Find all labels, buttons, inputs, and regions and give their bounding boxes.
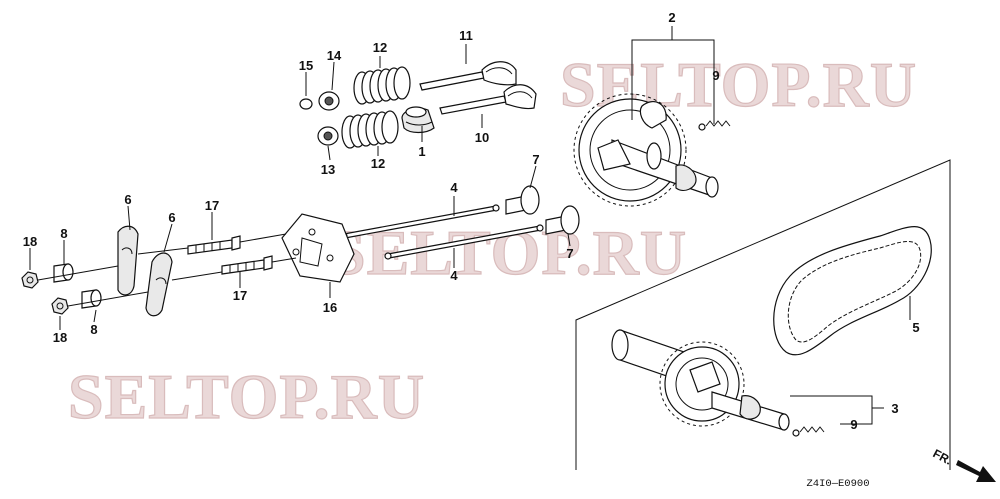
label-part-9-upper: 9 [712,68,719,83]
label-part-6-right: 6 [168,210,175,225]
label-part-3: 3 [891,401,898,416]
rocker-nut-lower [51,297,69,315]
label-part-13: 13 [321,162,335,177]
tappet-upper [505,185,540,215]
label-part-5: 5 [912,320,919,335]
camshaft-gear [573,93,719,207]
drawing-code: Z4I0—E0900 [806,478,869,490]
decompressor-spring-lower [792,426,825,437]
label-part-8-upper: 8 [60,226,67,241]
label-part-12-upper: 12 [373,40,387,55]
rocker-stud-upper [187,235,241,255]
front-direction-label: FR. [931,446,955,467]
axis-line-2 [67,291,149,307]
spring-retainer-13 [317,126,339,146]
axis-line-3 [137,247,189,255]
front-direction-indicator: FR. [931,446,996,482]
label-part-11: 11 [459,28,473,43]
spring-retainer-14 [318,91,340,111]
label-part-2: 2 [668,10,675,25]
rocker-arm-right [145,252,173,317]
valve-spring-upper [353,66,411,105]
leader-lines [29,26,911,425]
rocker-nut-upper [21,271,39,289]
pushrod-guide-plate [281,213,355,283]
label-part-17-upper: 17 [205,198,219,213]
timing-belt [773,226,932,356]
axis-line-1 [37,265,119,281]
inset-frame [575,159,951,470]
crankshaft-gear [611,329,790,431]
axis-line-5 [239,233,287,243]
label-part-15: 15 [299,58,313,73]
pushrod-lower [384,224,544,260]
valve-10 [439,84,537,115]
label-part-7-lower: 7 [566,246,573,261]
label-part-4-lower: 4 [450,268,458,283]
label-part-14: 14 [327,48,342,63]
label-part-10: 10 [475,130,489,145]
front-arrow-icon [956,460,996,482]
watermark-bottom: SELTOP.RU [68,361,425,432]
rocker-stud-lower [221,255,273,275]
rocker-pivot-lower [81,289,102,309]
label-part-18-upper: 18 [23,234,37,249]
axis-line-4 [171,271,223,281]
valve-spring-lower [341,110,399,149]
label-part-8-lower: 8 [90,322,97,337]
label-part-9-lower: 9 [850,417,857,432]
tappet-lower [545,205,580,235]
rocker-arm-left [117,225,139,296]
valve-stem-seal [401,106,435,134]
label-part-1: 1 [418,144,425,159]
rocker-pivot-upper [53,263,74,283]
decompressor-spring-upper [698,120,731,131]
label-part-18-lower: 18 [53,330,67,345]
axis-line-6 [271,257,297,263]
label-part-6-left: 6 [124,192,131,207]
label-part-12-lower: 12 [371,156,385,171]
label-part-4-upper: 4 [450,180,458,195]
valve-cotter-15 [299,98,313,110]
label-part-17-lower: 17 [233,288,247,303]
label-part-7-upper: 7 [532,152,539,167]
label-part-16: 16 [323,300,337,315]
valve-11 [419,61,517,91]
